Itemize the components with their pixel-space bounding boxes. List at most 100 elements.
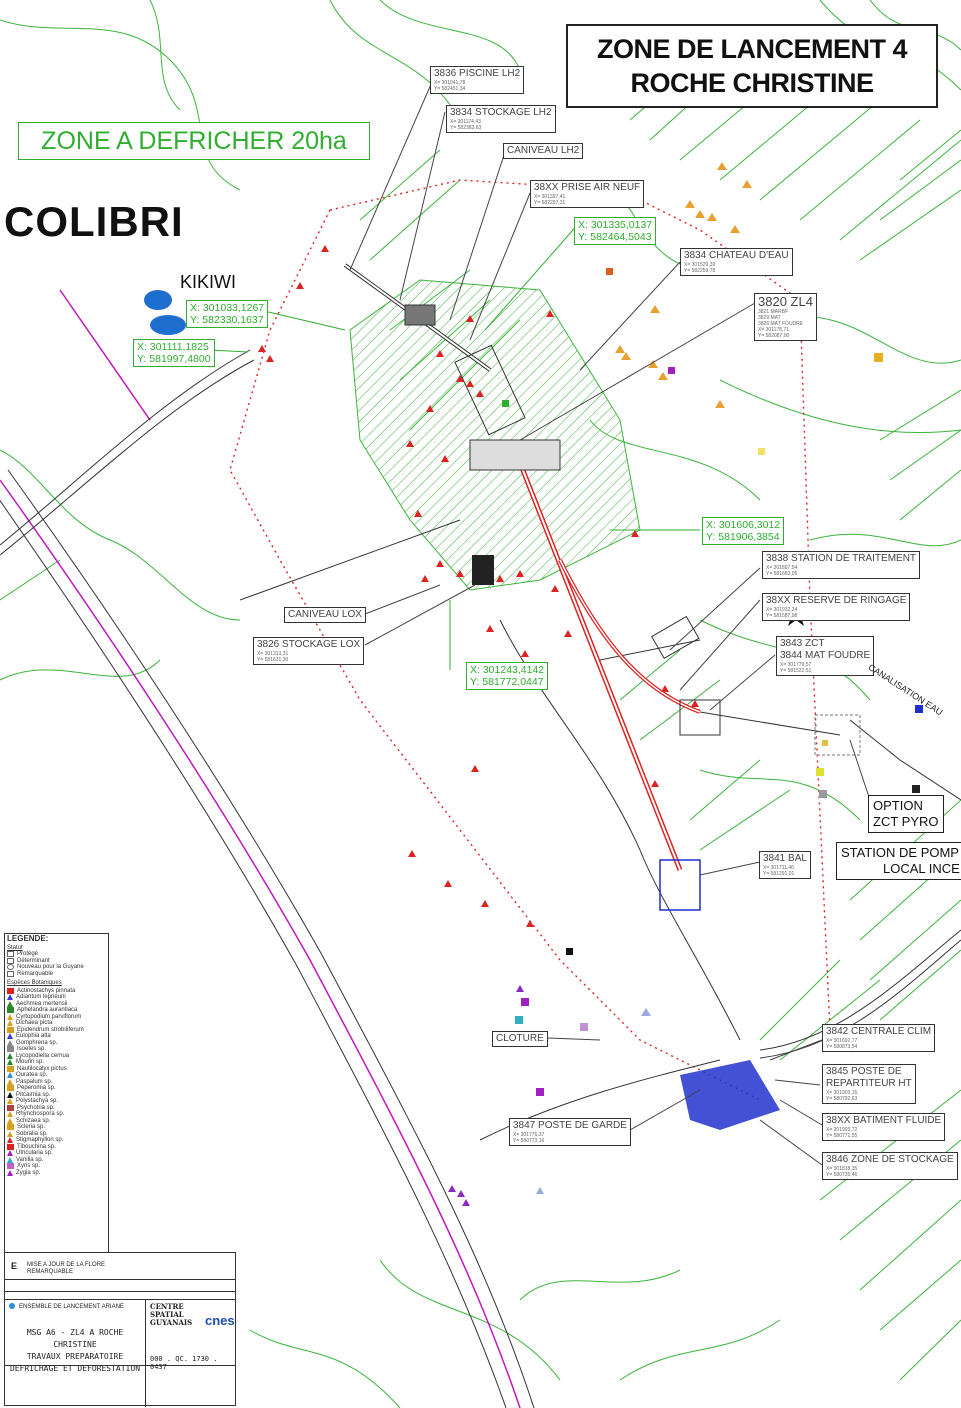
legend-title: LEGENDE: [7, 934, 49, 943]
legend-species-symbol [7, 1169, 13, 1176]
legend-species-item: Rhynchospora sp. [7, 1111, 108, 1118]
legend-species-label: Zygia sp. [16, 1169, 41, 1176]
legend-species-label: Mouriri sp. [16, 1059, 45, 1065]
legend-species-item: Schizaea sp. [7, 1118, 108, 1125]
legend-species-label: Scleria sp. [17, 1124, 46, 1130]
coord-box-3: X: 301335,0137 Y: 582464,5043 [574, 217, 657, 245]
legend-species-label: Polystachya sp. [16, 1098, 59, 1104]
legend-species-symbol [7, 1046, 14, 1053]
legend-statut-symbol [7, 957, 14, 964]
legend-species-item: Aechmea mertensii [7, 1001, 108, 1008]
label-y: Y= 580792,63 [826, 1096, 858, 1102]
revision-text: MISE A JOUR DE LA FLORE REMARQUABLE [27, 1262, 106, 1275]
label-x: X= 301818,35 [826, 1166, 858, 1172]
label-x: X= 301174,43 [450, 119, 481, 125]
legend-species-symbol [7, 1013, 13, 1020]
label-line: 3821 MARBF [758, 309, 789, 315]
label-y: Y= 582383,63 [450, 125, 482, 131]
label-x: X= 301711,46 [763, 865, 794, 871]
legend-statut-label: Déterminant [17, 957, 50, 964]
legend-species-item: Eulophia alta [7, 1033, 108, 1040]
legend-species-symbol [7, 1065, 14, 1072]
label-x: X= 301776,37 [513, 1132, 545, 1138]
label-x: X= 301178,71 [758, 327, 789, 333]
label-y: Y= 582087,00 [758, 333, 790, 339]
label-x: X= 301529,39 [684, 262, 716, 268]
legend-species-label: Cyrtopodium parviflorum [16, 1013, 82, 1020]
legend-species-symbol [7, 994, 13, 1001]
coord-y: Y: 582464,5043 [578, 231, 652, 243]
legend-species-symbol [7, 1104, 14, 1111]
label-x: X= 301397,41 [534, 194, 566, 200]
csg-name: CENTRE SPATIAL GUYANAIS [150, 1302, 193, 1327]
label-stockage-lox: 3826 STOCKAGE LOX X= 301313,31 Y= 581631… [253, 637, 365, 665]
label-y: Y= 581631,30 [257, 657, 289, 663]
legend-species-symbol [7, 1026, 14, 1033]
legend-species-label: Nautilocalyx pictus [17, 1065, 67, 1072]
legend-statut-item: Déterminant [7, 958, 108, 965]
legend-species-item: Nautilocalyx pictus [7, 1066, 108, 1073]
legend-especes-heading: Espèces Botaniques [7, 980, 62, 986]
label-name: REPARTITEUR HT [826, 1078, 912, 1089]
legend-species-symbol [7, 1156, 13, 1163]
legend-statut-label: Nouveau pour la Guyane [17, 964, 84, 970]
label-y: Y= 582259,78 [684, 268, 716, 274]
label-x: X= 301041,78 [434, 80, 466, 86]
label-zone-stockage: 3846 ZONE DE STOCKAGE X= 301818,35 Y= 58… [822, 1152, 958, 1180]
legend-species-symbol [7, 1150, 13, 1157]
legend-species-label: Peperomia sp. [17, 1085, 56, 1091]
legend-species-label: Paspalum sp. [16, 1078, 53, 1085]
coord-x: X: 301033,1267 [190, 302, 265, 314]
doc-title: MSG A6 - ZL4 A ROCHE CHRISTINE TRAVAUX P… [5, 1327, 145, 1375]
label-caniveau-lox: CANIVEAU LOX [284, 607, 366, 623]
label-line: 3826 MAT FOUDRE [758, 321, 804, 327]
legend-species-symbol [7, 1052, 13, 1059]
legend-species-label: Dichaea picta [16, 1020, 53, 1026]
legend-species-label: Actinostachys pinnata [17, 987, 76, 994]
legend-species-item: Cyrtopodium parviflorum [7, 1014, 108, 1021]
coord-x: X: 301243,4142 [470, 664, 545, 676]
legend-species-label: Pitcairnia sp. [16, 1091, 51, 1098]
legend-species-item: Epidendrum strobiliferum [7, 1027, 108, 1034]
map-title-box: ZONE DE LANCEMENT 4 ROCHE CHRISTINE [566, 24, 938, 108]
legend-species-item: Stigmaphyllon sp. [7, 1137, 108, 1144]
label-line: LOCAL INCE [883, 861, 960, 876]
legend-species-label: Aphelandra aurantiaca [17, 1007, 78, 1013]
legend-species-label: Vanilla sp. [16, 1156, 44, 1163]
legend-species-item: Paspalum sp. [7, 1079, 108, 1086]
legend-species-symbol [7, 1111, 13, 1118]
coord-box-4: X: 301606,3012 Y: 581906,3854 [702, 517, 785, 545]
coord-x: X: 301111,1825 [137, 341, 209, 353]
legend-species-symbol [7, 1007, 14, 1014]
legend-statut-item: Protégé [7, 951, 108, 958]
label-name: 3844 MAT FOUDRE [780, 650, 871, 661]
legend-statut-symbol [7, 964, 14, 971]
label-name: 3843 ZCT [780, 638, 825, 649]
legend-species-symbol [7, 1143, 14, 1150]
label-option-zct-pyro: OPTION ZCT PYRO [868, 795, 944, 833]
legend-species-symbol [7, 1078, 13, 1085]
label-line: OPTION [873, 798, 923, 813]
label-centrale-clim: 3842 CENTRALE CLIM X= 301692,77 Y= 58087… [822, 1024, 936, 1052]
legend-species-symbol [7, 1000, 13, 1007]
legend-species-item: Aphelandra aurantiaca [7, 1007, 108, 1014]
label-name: 38XX PRISE AIR NEUF [534, 182, 641, 193]
legend-species-item: Tibouchina sp. [7, 1144, 108, 1151]
title-block: E MISE A JOUR DE LA FLORE REMARQUABLE EN… [4, 1252, 236, 1407]
coord-x: X: 301606,3012 [706, 519, 781, 531]
legend-species-symbol [7, 1033, 13, 1040]
coord-y: Y: 582330,1637 [190, 314, 264, 326]
legend-species-label: Eulophia alta [16, 1033, 51, 1039]
legend-species-symbol [7, 1059, 13, 1066]
legend-species-label: Ouratea sp. [16, 1072, 48, 1078]
cnes-logo: cnes [205, 1313, 235, 1328]
label-y: Y= 581683,05 [766, 571, 798, 577]
legend-species-symbol [7, 1085, 14, 1092]
legend-species-label: Lycopodiella cernua [16, 1052, 70, 1059]
label-y: Y= 582297,31 [534, 200, 566, 206]
label-name: 3845 POSTE DE [826, 1066, 902, 1077]
legend-species-symbol [7, 1020, 13, 1027]
label-x: X= 301903,16 [826, 1090, 858, 1096]
